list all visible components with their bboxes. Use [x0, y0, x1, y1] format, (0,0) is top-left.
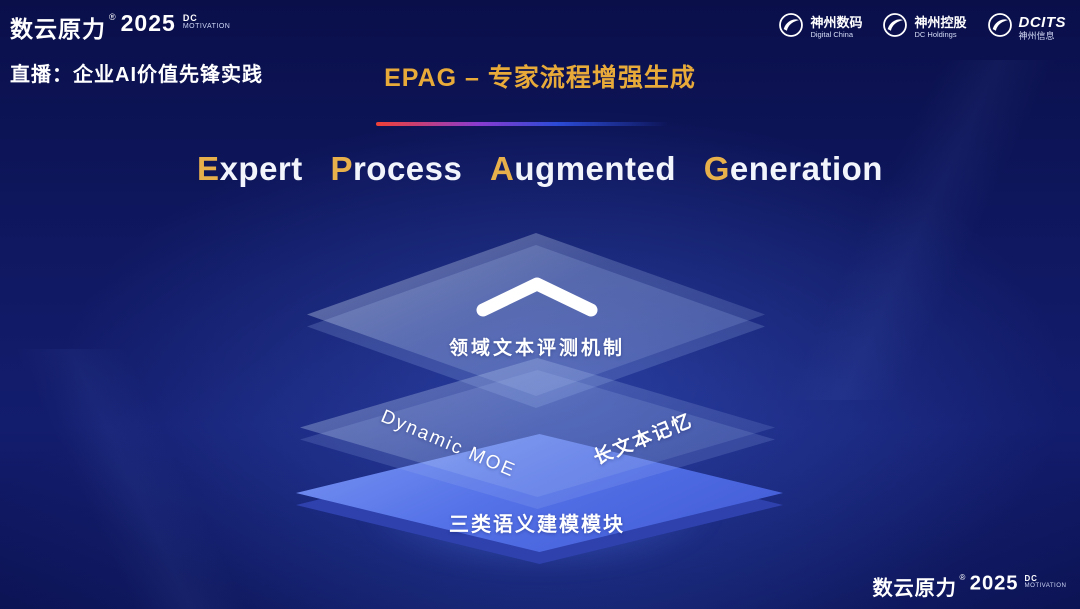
brand-motivation: MOTIVATION: [182, 23, 231, 31]
title-rest: xpert: [219, 150, 303, 187]
light-streak: [640, 60, 1080, 400]
brand-year: 2025: [969, 571, 1019, 594]
brand-name: 数云原力: [872, 576, 957, 600]
swoosh-logo-icon: [987, 12, 1013, 43]
title-initial: P: [330, 150, 353, 187]
title-rest: eneration: [729, 150, 883, 187]
main-title: Expert Process Augmented Generation: [0, 150, 1080, 188]
top-layer-label: 领域文本评测机制: [448, 338, 625, 359]
partner-name-cn: 神州数码: [810, 14, 863, 30]
registered-mark: ®: [109, 12, 116, 22]
chevron-up-icon: [474, 274, 600, 325]
title-initial: E: [197, 150, 220, 187]
brand-dc: DC: [182, 13, 198, 23]
title-rest: ugmented: [514, 150, 677, 187]
brand-motivation: MOTIVATION: [1024, 582, 1066, 590]
partner-dcits: DCITS 神州信息: [987, 12, 1067, 43]
brand-subtitle: DC MOTIVATION: [1024, 573, 1066, 590]
partner-name-en: DC Holdings: [914, 29, 957, 39]
partner-logos: 神州数码 Digital China 神州控股 DC Holdings DCIT…: [778, 12, 1066, 43]
swoosh-logo-icon: [882, 12, 908, 43]
footer-brand-logo: 数云原力 ® 2025 DC MOTIVATION: [872, 571, 1066, 601]
brand-name: 数云原力: [10, 16, 106, 42]
slide-title: EPAG – 专家流程增强生成: [384, 64, 696, 92]
brand-year: 2025: [120, 10, 176, 36]
partner-name-cn: 神州控股: [914, 14, 967, 30]
brand-subtitle: DC MOTIVATION: [182, 13, 231, 31]
partner-name-en: 神州信息: [1018, 30, 1055, 41]
title-initial: G: [703, 150, 730, 187]
partner-name-cn: DCITS: [1018, 13, 1066, 31]
brand-logo: 数云原力 ® 2025 DC MOTIVATION: [10, 10, 230, 44]
brand-dc: DC: [1024, 573, 1038, 583]
swoosh-logo-icon: [778, 12, 804, 43]
title-rest: rocess: [352, 150, 463, 187]
gradient-divider: [376, 122, 668, 126]
live-label: 直播：企业AI价值先锋实践: [10, 64, 263, 86]
title-word: Process: [330, 150, 462, 188]
registered-mark: ®: [959, 572, 966, 582]
title-word: Augmented: [490, 150, 676, 188]
title-word: Generation: [704, 150, 883, 188]
partner-digital-china: 神州数码 Digital China: [778, 12, 862, 43]
title-word: Expert: [197, 150, 303, 188]
partner-name-en: Digital China: [810, 29, 853, 39]
title-initial: A: [490, 150, 515, 187]
partner-dc-holdings: 神州控股 DC Holdings: [882, 12, 967, 43]
bottom-layer-label: 三类语义建模模块: [449, 514, 625, 536]
